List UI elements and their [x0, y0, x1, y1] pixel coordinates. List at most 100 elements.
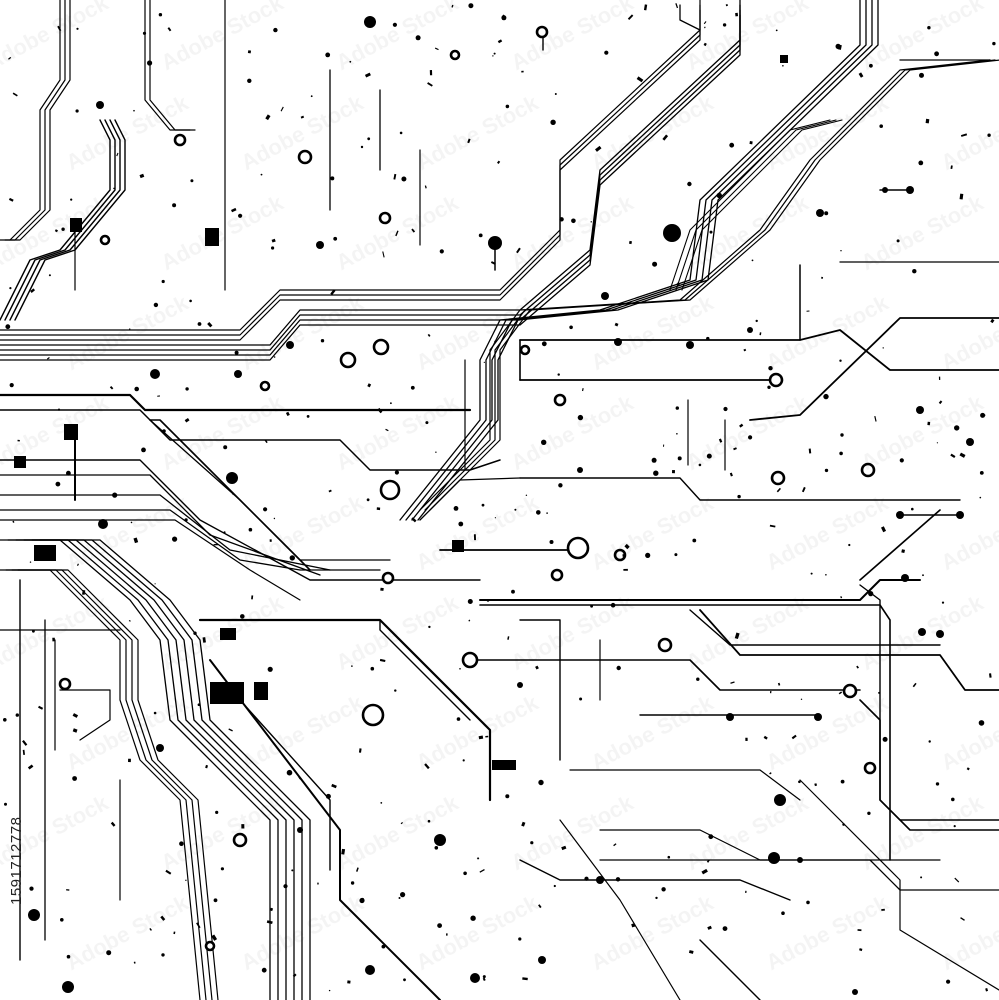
- solder-pad: [150, 369, 160, 379]
- via-ring: [378, 211, 392, 225]
- speck: [130, 521, 133, 524]
- speck: [739, 423, 744, 428]
- speck: [745, 890, 747, 894]
- speck: [722, 926, 728, 931]
- speck: [951, 797, 955, 802]
- via-ring: [566, 536, 590, 560]
- speck: [377, 407, 383, 414]
- speck: [782, 65, 784, 67]
- speck: [129, 328, 131, 330]
- speck: [266, 920, 273, 925]
- speck: [671, 470, 675, 474]
- speck: [521, 821, 526, 827]
- speck: [394, 689, 397, 692]
- speck: [189, 299, 192, 303]
- speck: [9, 287, 12, 290]
- speck: [590, 604, 593, 608]
- solder-pad: [896, 511, 904, 519]
- speck: [333, 236, 338, 241]
- speck: [439, 249, 444, 254]
- speck: [400, 821, 403, 825]
- speck: [938, 376, 941, 380]
- speck: [351, 665, 353, 667]
- speck: [424, 763, 430, 770]
- speck: [110, 821, 116, 827]
- speck: [838, 691, 843, 695]
- via-ring: [379, 479, 401, 501]
- speck: [959, 452, 966, 458]
- circuit-trace: [669, 119, 831, 291]
- speck: [655, 896, 658, 900]
- speck: [232, 493, 234, 495]
- circuit-trace: [0, 4, 701, 336]
- speck: [161, 279, 165, 284]
- speck: [485, 735, 489, 738]
- solder-pad: [966, 438, 974, 446]
- speck: [791, 734, 797, 740]
- speck: [743, 348, 747, 352]
- speck: [631, 923, 636, 928]
- speck: [652, 261, 658, 267]
- speck: [165, 869, 172, 875]
- grunge-specks: [3, 3, 996, 992]
- speck: [661, 887, 666, 892]
- circuit-trace: [14, 119, 126, 321]
- speck: [675, 3, 679, 9]
- via-ring: [860, 462, 876, 478]
- speck: [550, 119, 556, 126]
- speck: [858, 72, 864, 78]
- speck: [72, 728, 78, 733]
- speck: [134, 386, 139, 392]
- solder-pad: [96, 101, 104, 109]
- speck: [437, 923, 442, 928]
- speck: [856, 665, 859, 669]
- speck: [541, 341, 547, 347]
- speck: [627, 14, 634, 20]
- speck: [271, 246, 275, 250]
- speck: [478, 735, 484, 740]
- speck: [622, 554, 626, 557]
- speck: [824, 468, 829, 473]
- via-ring: [535, 25, 549, 39]
- speck: [280, 106, 284, 112]
- circuit-trace: [31, 539, 303, 1000]
- speck: [482, 975, 486, 979]
- circuit-trace: [699, 939, 761, 1000]
- speck: [707, 925, 712, 930]
- speck: [153, 711, 157, 715]
- speck: [708, 834, 714, 840]
- speck: [273, 356, 276, 358]
- speck: [496, 160, 501, 164]
- component-block: [210, 682, 244, 704]
- speck: [66, 954, 71, 959]
- circuit-trace: [0, 0, 61, 241]
- speck: [358, 748, 362, 753]
- solder-pad: [364, 16, 376, 28]
- speck: [470, 915, 476, 921]
- speck: [366, 498, 370, 502]
- circuit-trace: [799, 779, 999, 991]
- speck: [848, 543, 851, 547]
- speck: [347, 980, 351, 984]
- stock-id-watermark: 1591712778: [8, 816, 25, 905]
- circuit-trace: [675, 119, 837, 291]
- speck: [881, 526, 887, 533]
- circuit-trace: [4, 119, 116, 321]
- speck: [269, 539, 272, 542]
- speck: [22, 740, 28, 746]
- speck: [676, 282, 680, 287]
- speck: [505, 104, 510, 109]
- speck: [935, 782, 940, 786]
- circuit-trace: [15, 539, 287, 1000]
- speck: [769, 772, 772, 775]
- speck: [692, 538, 697, 543]
- speck: [356, 867, 359, 872]
- speck: [453, 506, 459, 511]
- speck: [494, 340, 496, 343]
- speck: [213, 898, 218, 903]
- speck: [696, 677, 700, 681]
- speck: [60, 918, 64, 922]
- solder-pad: [726, 713, 734, 721]
- speck: [57, 408, 61, 411]
- speck: [8, 197, 14, 202]
